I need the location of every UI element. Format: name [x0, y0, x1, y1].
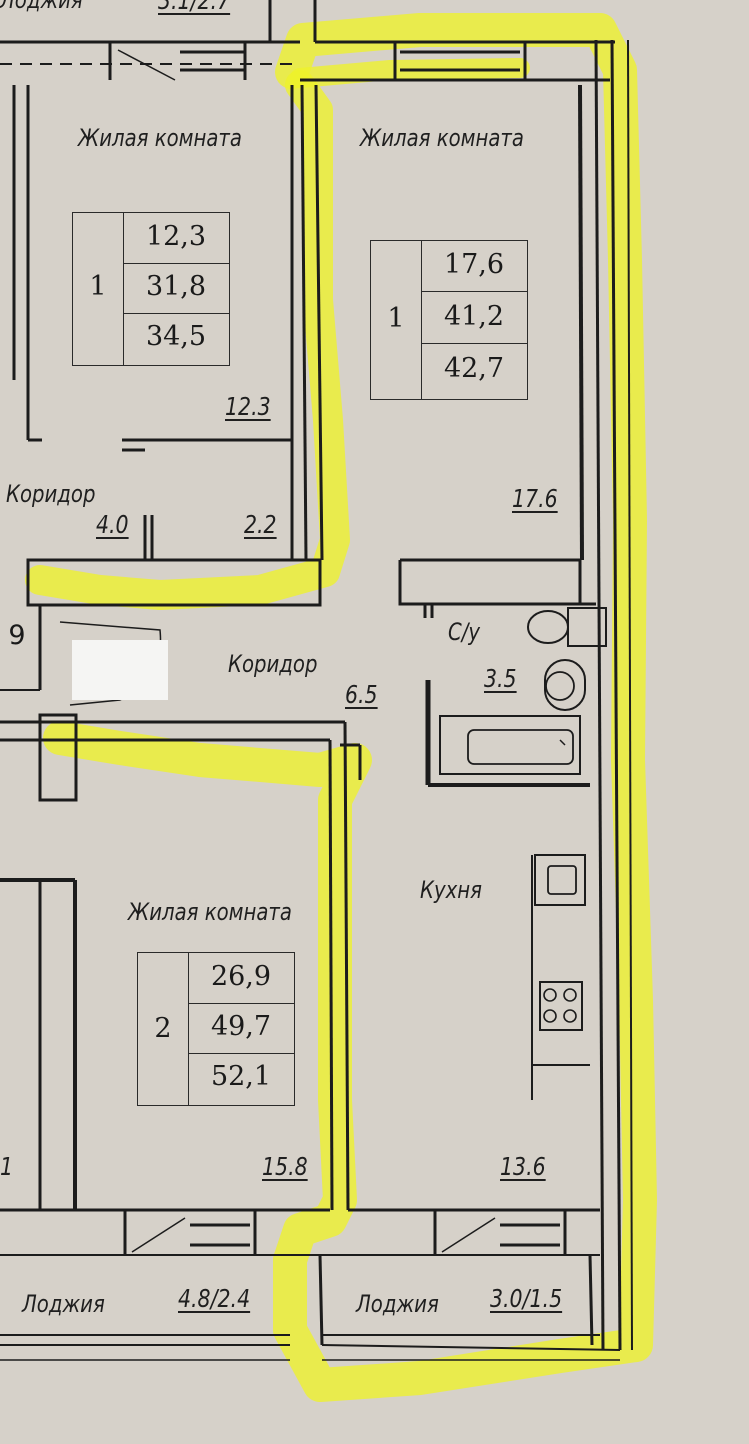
- left-edge-fragment: 1: [0, 1152, 14, 1181]
- room-label-bathroom: С/у: [448, 618, 481, 646]
- table-rooms-count: 1: [89, 271, 107, 302]
- table-rooms-count: 1: [387, 303, 405, 334]
- area-bathroom: 3.5: [484, 664, 517, 693]
- area-closet-left: 2.2: [244, 510, 277, 539]
- highlight-outline-right-unit: [43, 13, 657, 1402]
- walls: [0, 0, 633, 1361]
- area-table-top-left: 1 12,3 31,8 34,5: [72, 212, 230, 366]
- room-label-kitchen: Кухня: [420, 876, 482, 904]
- paper-patch: [72, 640, 168, 700]
- area-kitchen: 13.6: [500, 1152, 546, 1181]
- room-label-loggia-left: Лоджия: [22, 1290, 105, 1318]
- top-loggia-label: Лоджия: [0, 0, 83, 14]
- table-total-with-loggia: 42,7: [443, 353, 505, 384]
- table-total-with-loggia: 34,5: [145, 321, 207, 352]
- table-living-area: 26,9: [210, 961, 272, 992]
- area-table-bottom: 2 26,9 49,7 52,1: [137, 952, 295, 1106]
- room-label-loggia-right: Лоджия: [356, 1290, 439, 1318]
- room-label-corridor-center: Коридор: [228, 650, 318, 678]
- table-total-area: 49,7: [210, 1011, 272, 1042]
- table-total-with-loggia: 52,1: [210, 1061, 272, 1092]
- area-living-top-right: 17.6: [512, 484, 558, 513]
- room-label-living-bottom: Жилая комната: [128, 898, 292, 926]
- table-rooms-count: 2: [154, 1013, 172, 1044]
- apartment-number: 9: [8, 620, 26, 651]
- area-table-top-right: 1 17,6 41,2 42,7: [370, 240, 528, 400]
- room-label-living-top-left: Жилая комната: [78, 124, 242, 152]
- table-total-area: 41,2: [443, 301, 505, 332]
- area-loggia-right: 3.0/1.5: [490, 1284, 563, 1313]
- room-label-corridor-left: Коридор: [6, 480, 96, 508]
- area-corridor-center: 6.5: [345, 680, 378, 709]
- area-corridor-left: 4.0: [96, 510, 129, 539]
- table-living-area: 12,3: [145, 221, 207, 252]
- table-total-area: 31,8: [145, 271, 207, 302]
- table-living-area: 17,6: [443, 249, 505, 280]
- area-living-bottom: 15.8: [262, 1152, 308, 1181]
- area-living-top-left: 12.3: [225, 392, 271, 421]
- top-loggia-area: 3.1/2.7: [158, 0, 231, 15]
- room-label-living-top-right: Жилая комната: [360, 124, 524, 152]
- area-loggia-left: 4.8/2.4: [178, 1284, 251, 1313]
